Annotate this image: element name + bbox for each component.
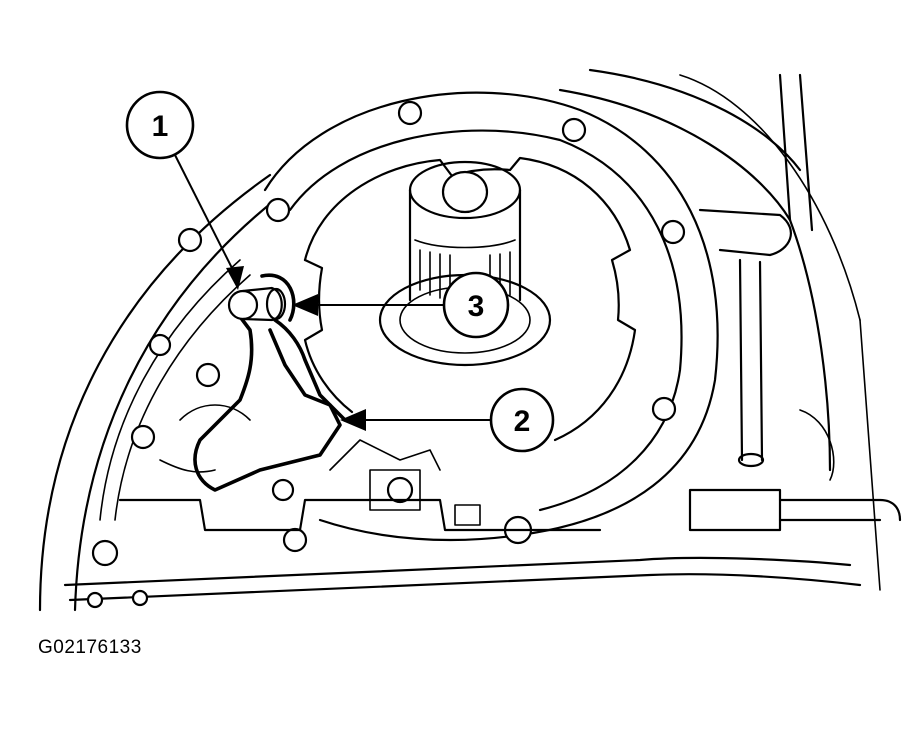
- cover-flange: [91, 91, 719, 567]
- callout-1-label: 1: [152, 110, 169, 143]
- case-outline: [38, 68, 881, 612]
- valve-body: [63, 404, 862, 609]
- cooler-pipe: [688, 208, 902, 532]
- callout-3-label: 3: [468, 290, 485, 323]
- callout-2: 2: [340, 387, 555, 453]
- callout-1: 1: [125, 90, 244, 290]
- figure-id-code: G02176133: [38, 637, 142, 658]
- lever-pivot-pin: [227, 273, 296, 322]
- park-lever: [159, 308, 347, 492]
- callout-2-label: 2: [514, 405, 531, 438]
- callout-3: 3: [292, 271, 510, 339]
